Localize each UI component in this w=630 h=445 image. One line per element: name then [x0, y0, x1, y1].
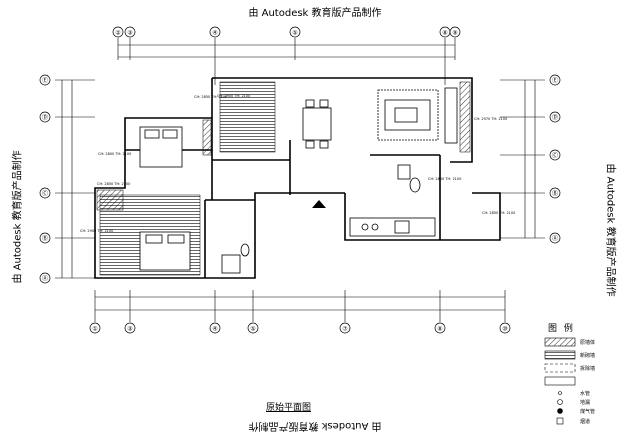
axis-top-3-circle: [289, 26, 301, 38]
axis-right-2: Ⓒ: [552, 152, 558, 160]
axis-bottom-2: ④: [212, 326, 217, 333]
legend-label-2: 拆除墙: [580, 365, 595, 372]
axis-bottom-3: ⑤: [250, 326, 255, 333]
axis-top-2: ④: [212, 30, 217, 37]
axis-right-0-circle: [549, 74, 561, 86]
axis-left-0-circle: [39, 74, 51, 86]
axis-top-3: ⑤: [292, 30, 297, 37]
bed-second: [139, 231, 191, 271]
axis-right-4-circle: [549, 232, 561, 244]
axis-left-2: Ⓒ: [42, 190, 48, 198]
axis-left-1: Ⓓ: [42, 114, 48, 122]
room-note-4: CH: 2900 TH: 2100: [217, 94, 250, 98]
axis-top-1-circle: [124, 26, 136, 38]
legend-label-4: 水管: [580, 390, 590, 397]
axis-right-1-circle: [549, 111, 561, 123]
axis-left-3-circle: [39, 232, 51, 244]
bathroom-fixtures: [221, 164, 421, 274]
axis-bottom-5: ⑧: [437, 326, 442, 333]
room-note-0: CH: 2850 TH: 2100: [194, 95, 227, 99]
axis-bottom-2-circle: [209, 322, 221, 334]
kitchen-counter: [349, 217, 436, 237]
axis-top-0: ②: [115, 30, 121, 37]
legend-box: [544, 337, 576, 425]
axis-bottom-5-circle: [434, 322, 446, 334]
axis-bottom-4-circle: [339, 322, 351, 334]
sofa-set: [377, 87, 458, 144]
axis-bottom-4: ⑦: [342, 326, 348, 333]
room-note-7: CH: 2850 TH: 2100: [482, 211, 515, 215]
axis-bottom-6: ⑩: [502, 326, 507, 333]
axis-right-2-circle: [549, 149, 561, 161]
legend-label-1: 新砌墙: [580, 352, 595, 359]
axis-right-3-circle: [549, 187, 561, 199]
room-note-2: CH: 2850 TH: 2100: [97, 182, 130, 186]
walls: [94, 77, 501, 279]
axis-left-3: Ⓑ: [42, 235, 48, 243]
axis-bottom-1-circle: [124, 322, 136, 334]
axis-left-0: Ⓔ: [42, 77, 48, 85]
axis-left-2-circle: [39, 187, 51, 199]
axis-bottom-0-circle: [89, 322, 101, 334]
axis-left-4: Ⓐ: [42, 275, 48, 283]
plan-title: 原始平面图: [266, 403, 312, 413]
watermark-top: 由 Autodesk 教育版产品制作: [248, 8, 382, 19]
axis-right-1: Ⓓ: [552, 114, 558, 122]
legend-label-7: 烟道: [580, 418, 590, 425]
axis-top-2-circle: [209, 26, 221, 38]
axis-top-1: ③: [127, 30, 132, 37]
axis-bottom-6-circle: [499, 322, 511, 334]
entrance-arrow: [312, 200, 326, 208]
dining-table: [302, 99, 332, 149]
top-dimension-lines: [117, 38, 456, 85]
axis-left-4-circle: [39, 272, 51, 284]
right-dimension-lines: [500, 79, 545, 239]
axis-bottom-0: ①: [92, 326, 97, 333]
axis-top-5-circle: [449, 26, 461, 38]
axis-right-0: Ⓔ: [552, 77, 558, 85]
axis-top-4: ⑧: [442, 30, 447, 37]
axis-bottom-1: ③: [127, 326, 132, 333]
axis-right-4: Ⓐ: [552, 235, 558, 243]
axis-bottom-3-circle: [247, 322, 259, 334]
axis-top-5: ⑨: [452, 30, 457, 37]
axis-right-3: Ⓑ: [552, 190, 558, 198]
legend-title: 图 例: [548, 324, 575, 334]
bottom-dimension-lines: [94, 290, 506, 322]
axis-top-0-circle: [112, 26, 124, 38]
room-note-6: CH: 2850 TH: 2100: [428, 177, 461, 181]
legend-label-5: 地漏: [580, 399, 590, 406]
legend-label-0: 原墙体: [580, 339, 595, 346]
room-note-1: CH: 2800 TH: 2100: [98, 152, 131, 156]
axis-left-1-circle: [39, 111, 51, 123]
legend-label-6: 煤气管: [580, 408, 595, 415]
bed-master: [139, 126, 183, 168]
room-note-3: CH: 2900 TH: 2100: [80, 229, 113, 233]
room-note-5: CH: 2970 TH: 2100: [474, 117, 507, 121]
left-dimension-lines: [55, 79, 95, 279]
